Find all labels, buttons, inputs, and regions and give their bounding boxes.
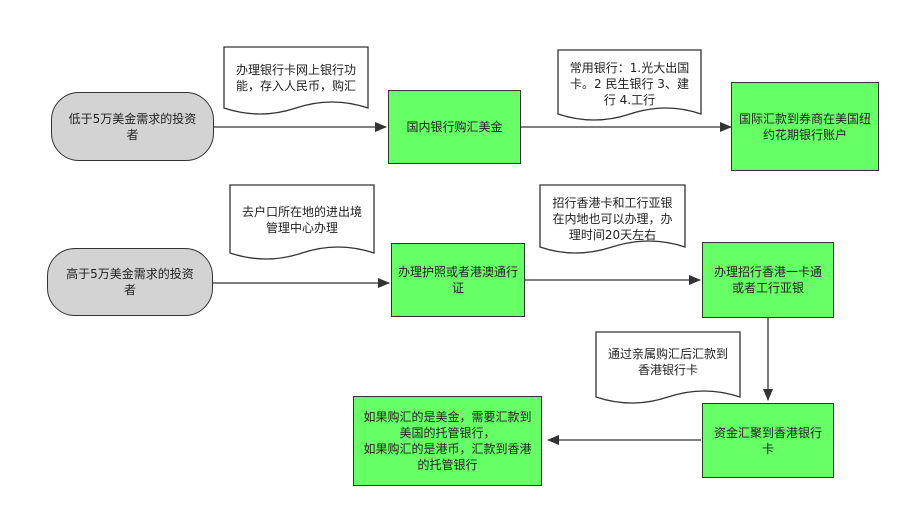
start-node-low-label: 低于5万美金需求的投资者 (68, 111, 197, 142)
note-online-bank: 办理银行卡网上银行功能，存入人民币，购汇 (224, 56, 368, 102)
note-shape-online-bank (223, 46, 369, 115)
note-shape-relatives (595, 331, 741, 404)
note-shape-hukou-office (229, 184, 375, 260)
process-hk-card: 办理招行香港一卡通或者工行亚银 (702, 242, 834, 318)
process-hk-card-label: 办理招行香港一卡通或者工行亚银 (713, 265, 822, 295)
note-common-banks-text: 常用银行：1.光大出国卡。2 民生银行 3、建行 4.工行 (569, 61, 690, 107)
process-passport-label: 办理护照或者港澳通行证 (398, 265, 519, 295)
process-result: 如果购汇的是美金，需要汇款到美国的托管银行， 如果购汇的是港币，汇款到香港的托管… (353, 396, 542, 486)
process-remit-to-us-label: 国际汇款到券商在美国纽约花期银行账户 (738, 111, 871, 142)
process-passport: 办理护照或者港澳通行证 (391, 243, 525, 317)
process-bank-buy-usd: 国内银行购汇美金 (388, 90, 521, 164)
note-shape-cmb-icbc (539, 184, 686, 254)
process-fund-to-hk-label: 资金汇聚到香港银行卡 (713, 425, 822, 456)
note-common-banks: 常用银行：1.光大出国卡。2 民生银行 3、建行 4.工行 (558, 54, 701, 110)
process-bank-buy-usd-label: 国内银行购汇美金 (406, 120, 503, 134)
start-node-high: 高于5万美金需求的投资者 (47, 248, 213, 316)
note-cmb-icbc-text: 招行香港卡和工行亚银在内地也可以办理，办理时间20天左右 (552, 196, 673, 242)
note-hukou-office-text: 去户口所在地的进出境管理中心办理 (241, 205, 362, 235)
note-relatives-text: 通过亲属购汇后汇款到香港银行卡 (607, 347, 728, 377)
note-online-bank-text: 办理银行卡网上银行功能，存入人民币，购汇 (235, 63, 356, 93)
note-hukou-office: 去户口所在地的进出境管理中心办理 (230, 198, 374, 244)
process-fund-to-hk: 资金汇聚到香港银行卡 (702, 403, 834, 478)
note-shape-common-banks (557, 49, 702, 121)
start-node-low: 低于5万美金需求的投资者 (51, 92, 214, 161)
note-relatives: 通过亲属购汇后汇款到香港银行卡 (596, 340, 740, 386)
process-remit-to-us: 国际汇款到券商在美国纽约花期银行账户 (731, 82, 879, 171)
process-result-label: 如果购汇的是美金，需要汇款到美国的托管银行， 如果购汇的是港币，汇款到香港的托管… (363, 410, 532, 472)
note-cmb-icbc: 招行香港卡和工行亚银在内地也可以办理，办理时间20天左右 (540, 189, 685, 243)
start-node-high-label: 高于5万美金需求的投资者 (66, 267, 194, 297)
